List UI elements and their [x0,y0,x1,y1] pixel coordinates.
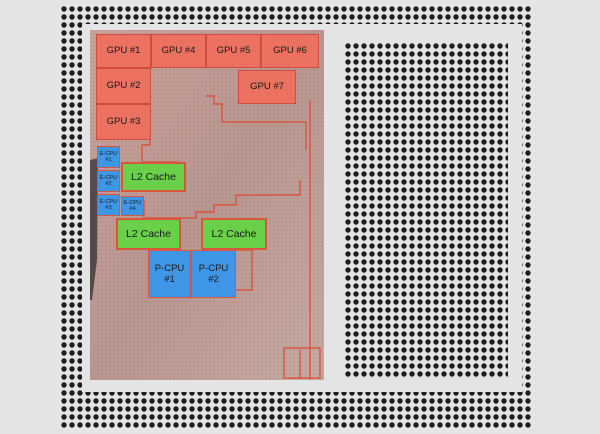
block-gpu-3: GPU #3 [96,104,151,140]
label-e-cpu-2: E-CPU #2 [99,174,118,187]
label-gpu-2: GPU #2 [106,80,141,92]
trace-corner-block [283,347,321,379]
label-gpu-4: GPU #4 [161,45,196,57]
block-e-cpu-2: E-CPU #2 [97,170,120,192]
block-e-cpu-1: E-CPU #1 [97,146,120,168]
block-l2-cache-1: L2 Cache [121,162,186,192]
label-e-cpu-1: E-CPU #1 [99,150,118,163]
trace-cpu-right [236,249,253,291]
block-e-cpu-3: E-CPU #3 [97,194,120,216]
block-p-cpu-2: P-CPU #2 [191,250,236,298]
block-gpu-5: GPU #5 [206,34,261,68]
block-gpu-2: GPU #2 [96,68,151,104]
label-gpu-6: GPU #6 [273,45,307,57]
label-gpu-3: GPU #3 [106,116,141,128]
block-l2-cache-2: L2 Cache [116,218,181,250]
block-gpu-1: GPU #1 [96,34,151,68]
block-gpu-6: GPU #6 [261,34,319,68]
label-gpu-7: GPU #7 [250,81,284,93]
label-e-cpu-3: E-CPU #3 [99,198,118,211]
label-gpu-1: GPU #1 [106,45,141,57]
label-l2-cache-3: L2 Cache [211,227,257,240]
trace-gpu-edge [206,95,307,150]
label-l2-cache-1: L2 Cache [131,170,176,183]
label-p-cpu-2: P-CPU #2 [198,262,229,285]
inner-pad-field [344,42,508,378]
block-l2-cache-3: L2 Cache [201,218,267,250]
block-p-cpu-1: P-CPU #1 [148,250,191,298]
label-p-cpu-1: P-CPU #1 [154,262,185,285]
block-gpu-4: GPU #4 [151,34,206,68]
label-l2-cache-2: L2 Cache [126,227,171,240]
label-gpu-5: GPU #5 [216,45,251,57]
label-e-cpu-4: E-CPU #4 [123,199,142,212]
block-gpu-7: GPU #7 [238,70,296,104]
block-e-cpu-4: E-CPU #4 [121,196,144,216]
